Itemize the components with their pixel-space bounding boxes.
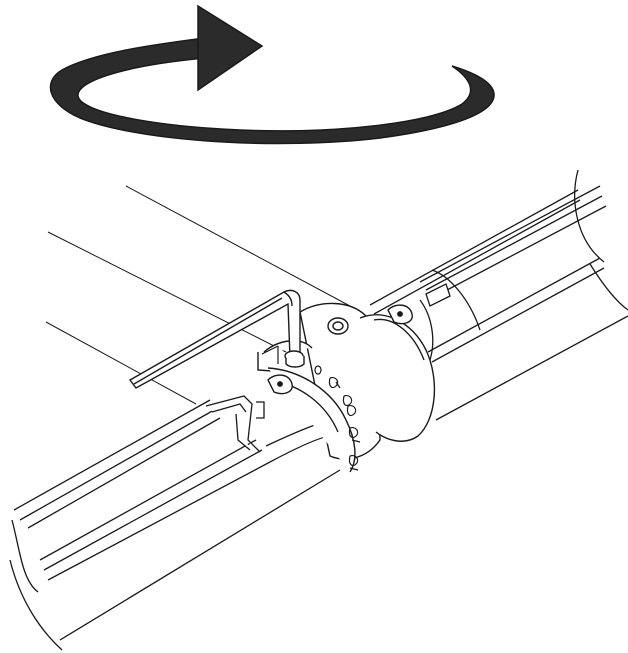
key-socket — [261, 345, 279, 364]
hex-key-icon — [128, 289, 305, 389]
rail-clip — [205, 395, 265, 453]
rail-upper-right — [369, 169, 628, 421]
guide-lines — [45, 185, 351, 405]
rail-slot — [425, 283, 451, 307]
rotate-clockwise-icon — [49, 4, 495, 145]
clamp-scale-marks — [314, 365, 361, 471]
adjustment-clamp-icon — [257, 302, 436, 473]
rail-lower-left — [9, 399, 341, 651]
